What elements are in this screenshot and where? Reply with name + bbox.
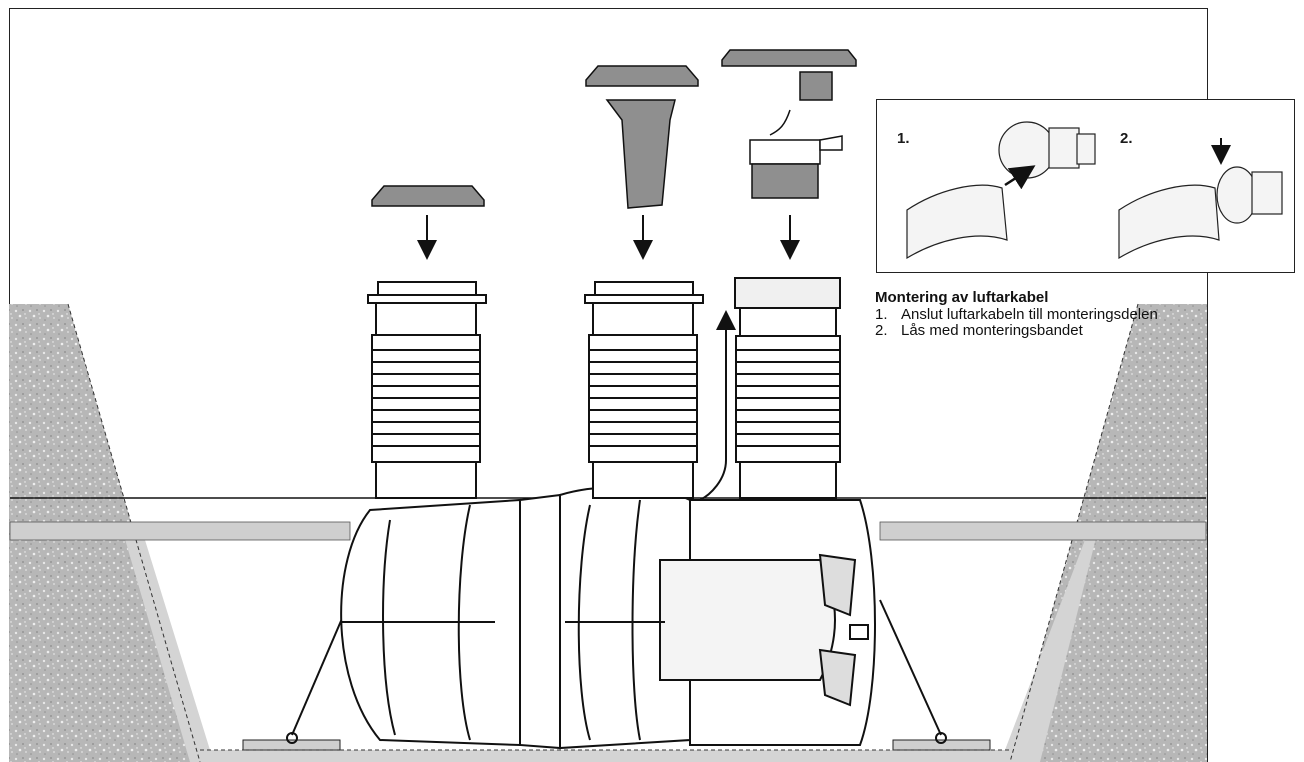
instruction-step-text: Anslut luftarkabeln till monteringsdelen [901, 306, 1158, 323]
trench [9, 303, 1207, 762]
riser-middle [584, 281, 704, 499]
instruction-step-text: Lås med monteringsbandet [901, 322, 1083, 339]
instruction-step-number: 2. [875, 322, 888, 339]
instruction-step: 1. Anslut luftarkabeln till monteringsde… [875, 307, 1175, 323]
lid-left [371, 185, 485, 207]
riser-right [734, 277, 841, 499]
trench-ledge-right [879, 521, 1207, 541]
instruction-step-number: 1. [875, 306, 888, 323]
lid-middle [585, 65, 699, 87]
instructions-title: Montering av luftarkabel [875, 289, 1049, 306]
base-plate-left [242, 739, 341, 751]
riser-left [367, 281, 487, 499]
base-plate-right [892, 739, 991, 751]
instruction-step: 2. Lås med monteringsbandet [875, 323, 1175, 339]
air-hose [699, 459, 727, 501]
trench-line-right [1009, 303, 1139, 762]
trench-ledge-left [9, 521, 351, 541]
hose-connection-inset: 1. 2. [876, 99, 1295, 273]
instructions-list: 1. Anslut luftarkabeln till monteringsde… [875, 307, 1175, 339]
trench-backfill [10, 522, 1206, 762]
inset-step-2-label: 2. [1120, 130, 1133, 147]
lid-right [721, 49, 857, 101]
septic-tank [340, 486, 876, 750]
blower-unit [749, 109, 843, 199]
adapter-middle [605, 99, 676, 209]
assembly-arrows [417, 215, 800, 460]
hose-connection-illustration [906, 121, 1283, 260]
instructions-block: Montering av luftarkabel 1. Anslut lufta… [875, 290, 1175, 339]
inset-step-1-label: 1. [897, 130, 910, 147]
